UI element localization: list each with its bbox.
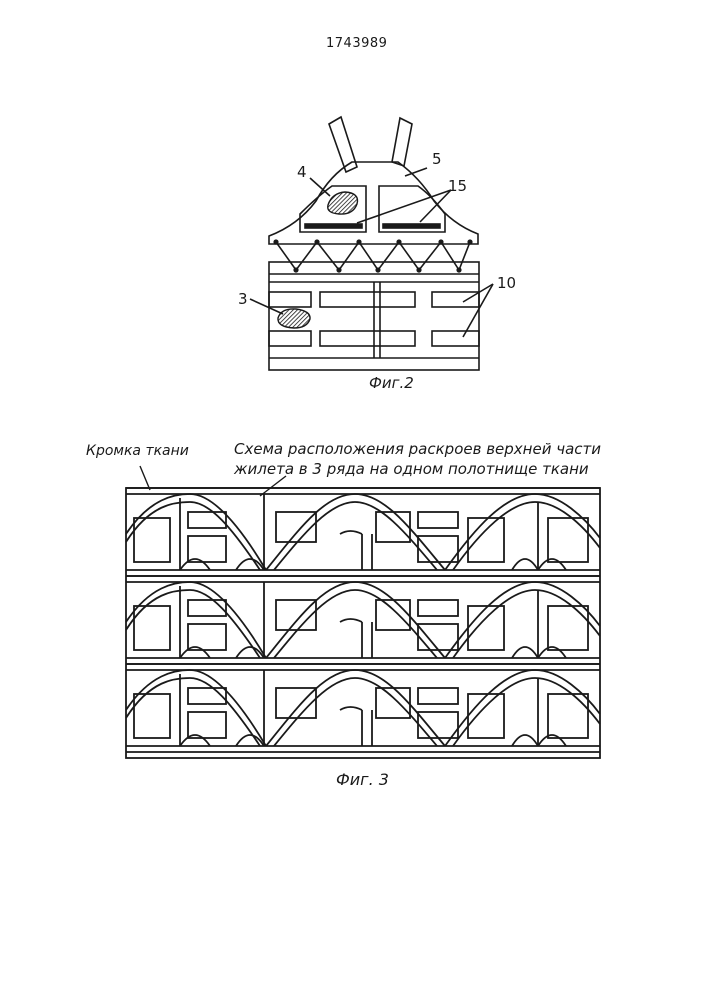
figure-3-caption: Фиг. 3 [336,770,389,789]
